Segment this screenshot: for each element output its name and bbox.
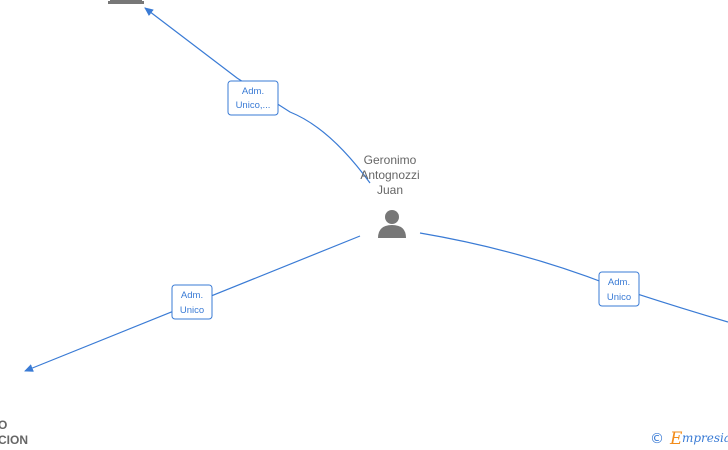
edge-label-text: Adm. (242, 86, 264, 97)
edge-label-bottom-left[interactable]: Adm. Unico (171, 284, 213, 320)
edge-label-text: Adm. (181, 290, 203, 301)
person-icon (378, 210, 406, 238)
company-name-line: CION (0, 433, 28, 447)
person-name-line: Juan (377, 183, 403, 197)
edge-label-text: Adm. (608, 277, 630, 288)
person-name-line: Geronimo (364, 153, 417, 167)
edge-label-text: Unico (180, 305, 204, 316)
edge-label-text: Unico (607, 292, 631, 303)
person-node[interactable]: Geronimo Antognozzi Juan (360, 153, 420, 238)
watermark-e-letter: E (669, 429, 683, 449)
company-name-line: O (0, 418, 7, 432)
copyright-icon: © (650, 431, 664, 447)
edge-label-right[interactable]: Adm. Unico (598, 271, 640, 307)
empresia-watermark: © E mpresia (650, 429, 728, 449)
person-name-line: Antognozzi (360, 168, 419, 182)
edge-right (419, 232, 728, 323)
watermark-text: mpresia (682, 431, 728, 445)
edge-label-text: Unico,... (236, 100, 271, 111)
edge-top-left (144, 7, 371, 184)
edge-label-top-left[interactable]: Adm. Unico,... (227, 80, 279, 116)
company-node-bottom-left[interactable]: O CION (0, 418, 28, 447)
building-icon[interactable] (108, 0, 144, 4)
